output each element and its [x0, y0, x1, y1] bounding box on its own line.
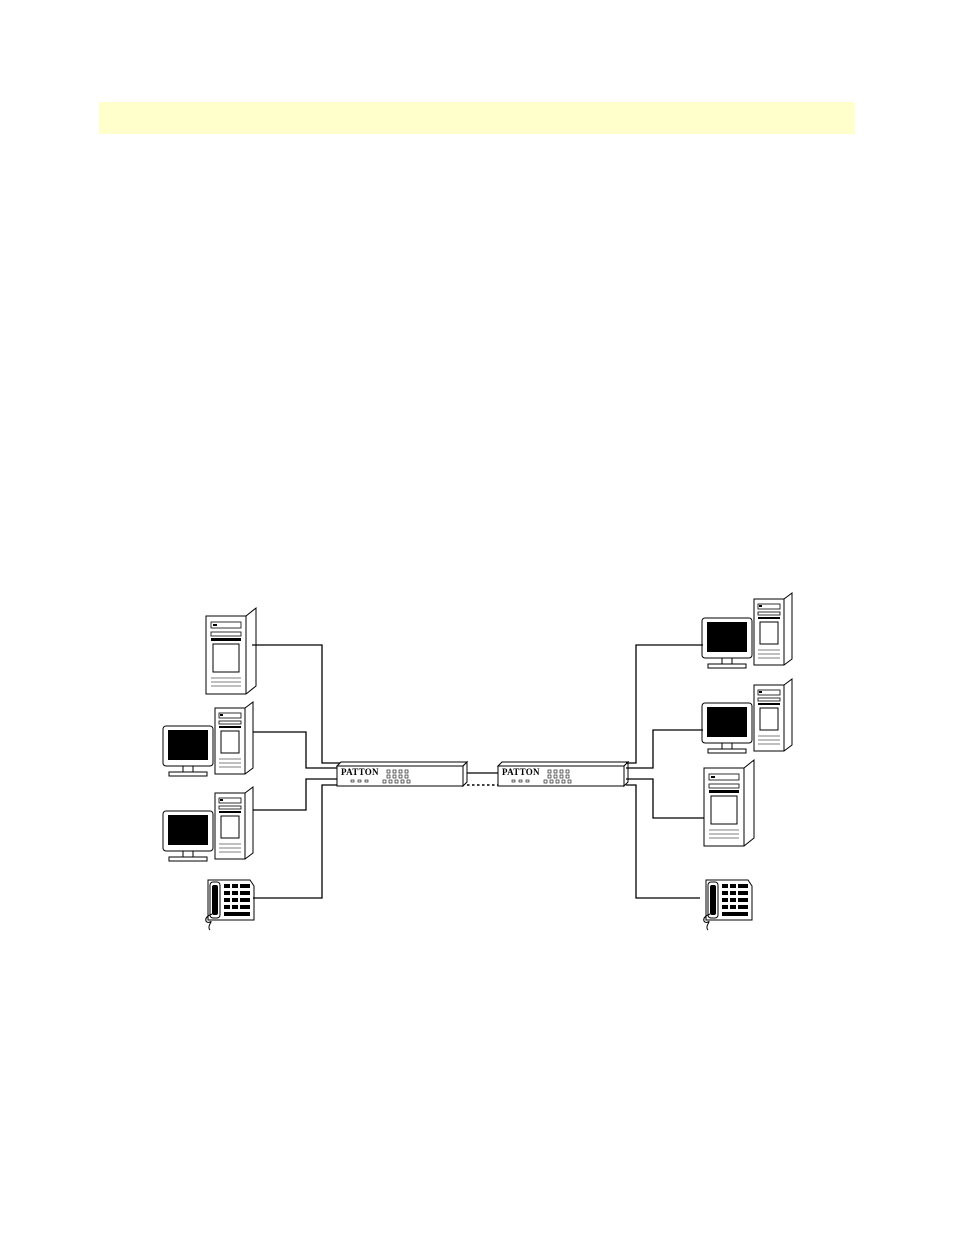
- link-right-workstation-2: [626, 730, 703, 768]
- left-links: [252, 645, 340, 898]
- right-modem: PATTON: [498, 762, 628, 786]
- left-workstation-2: [163, 787, 253, 861]
- link-left-workstation-2: [253, 779, 340, 810]
- left-modem: PATTON: [337, 762, 467, 786]
- right-workstation-2: [702, 679, 792, 753]
- link-right-workstation-1: [626, 645, 703, 763]
- left-telephone: [206, 880, 254, 930]
- left-workstation-1: [163, 702, 253, 776]
- link-right-server: [626, 779, 704, 818]
- link-left-server: [252, 645, 340, 763]
- right-workstation-1: [702, 593, 792, 668]
- right-server: [704, 760, 754, 846]
- left-modem-logo: PATTON: [341, 767, 379, 777]
- right-modem-logo: PATTON: [502, 767, 540, 777]
- link-left-telephone: [253, 785, 340, 898]
- right-links: [626, 645, 704, 898]
- header-band-fill: [99, 102, 855, 134]
- right-telephone: [704, 880, 752, 930]
- link-right-telephone: [626, 785, 700, 898]
- left-server: [206, 608, 256, 694]
